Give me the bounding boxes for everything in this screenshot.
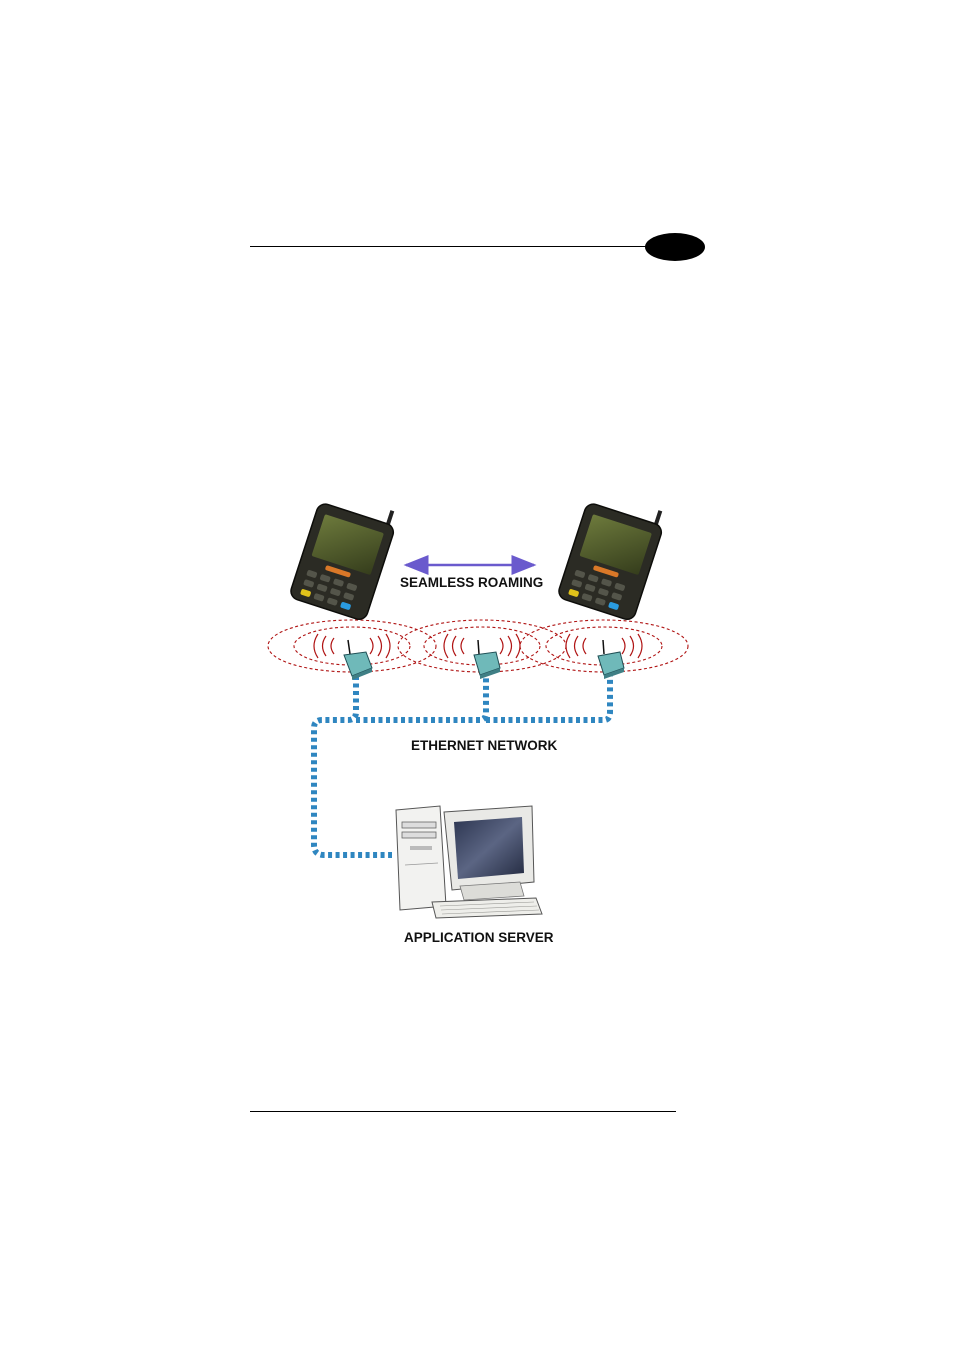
mobile-computer-icon — [557, 488, 668, 621]
desktop-computer-icon — [396, 806, 542, 918]
access-point-icon — [344, 640, 372, 680]
access-point-icon — [598, 640, 624, 679]
mobile-computer-icon — [289, 488, 400, 621]
access-point-icon — [474, 640, 500, 679]
footer-rule — [250, 1111, 676, 1112]
network-label: ETHERNET NETWORK — [411, 738, 557, 753]
roaming-label: SEAMLESS ROAMING — [400, 575, 543, 590]
server-label: APPLICATION SERVER — [404, 930, 554, 945]
